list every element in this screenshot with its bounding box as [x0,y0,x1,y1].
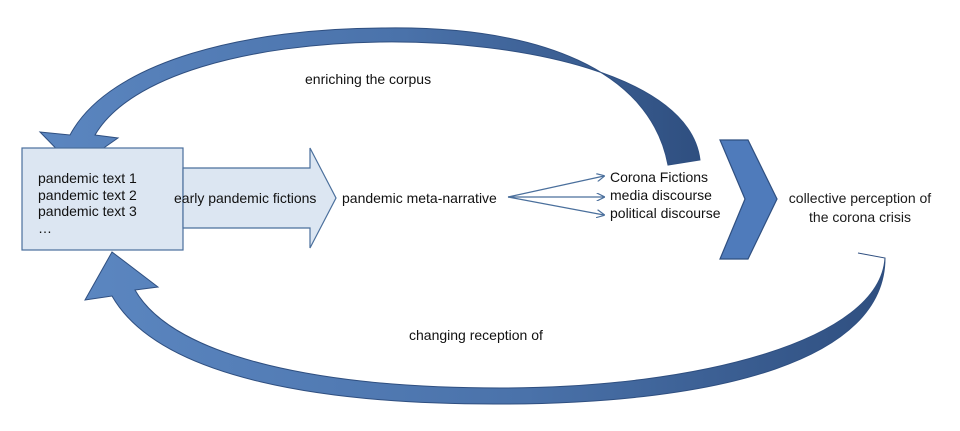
arrow-to-corona-fictions [507,176,604,198]
meta-narrative-label: pandemic meta-narrative [342,190,497,206]
arrow-to-political-discourse [507,196,604,215]
list-item: pandemic text 3 [38,203,137,219]
list-item: pandemic text 1 [38,170,137,186]
enriching-loop-arrow [38,27,701,169]
discourse-list: Corona Fictions media discourse politica… [610,168,721,222]
enriching-corpus-label: enriching the corpus [305,71,432,87]
pandemic-text-list: pandemic text 1 pandemic text 2 pandemic… [38,170,137,236]
list-item: political discourse [610,205,721,221]
chevron-arrow-icon [719,139,778,260]
list-item: media discourse [610,187,712,203]
discourse-connector-arrows [507,176,604,215]
perception-label: collective perception of the corona cris… [780,189,940,227]
list-item: Corona Fictions [610,169,709,185]
perception-line-1: collective perception of [788,190,932,206]
perception-line-2: the corona crisis [809,209,911,225]
early-fictions-block-arrow [182,147,337,249]
list-item: pandemic text 2 [38,186,137,203]
list-item: … [38,219,52,236]
reception-loop-arrow [84,251,886,405]
changing-reception-label: changing reception of [409,327,543,343]
top-curved-arrow-shape [38,27,701,169]
early-fictions-label: early pandemic fictions [174,190,317,206]
bottom-curved-arrow-shape [84,251,886,405]
corpus-box [21,147,184,251]
